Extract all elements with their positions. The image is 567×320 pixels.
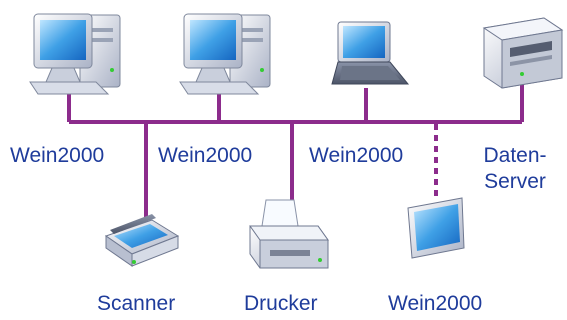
tablet-monitor-icon [407,197,465,259]
label-printer: Drucker [244,292,318,315]
desktop-computer-icon [29,13,121,95]
label-pc1: Wein2000 [10,144,105,167]
label-server-line2: Server [484,170,546,193]
scanner-icon [104,214,180,267]
label-scanner: Scanner [97,292,176,315]
label-wireless: Wein2000 [388,292,483,315]
label-server-line1: Daten- [483,144,547,167]
network-cabling [67,82,524,222]
label-laptop: Wein2000 [309,144,404,167]
desktop-computer-icon [179,13,271,95]
server-icon [482,17,564,89]
label-pc2: Wein2000 [158,144,253,167]
printer-icon [249,199,329,269]
laptop-icon [331,21,410,85]
